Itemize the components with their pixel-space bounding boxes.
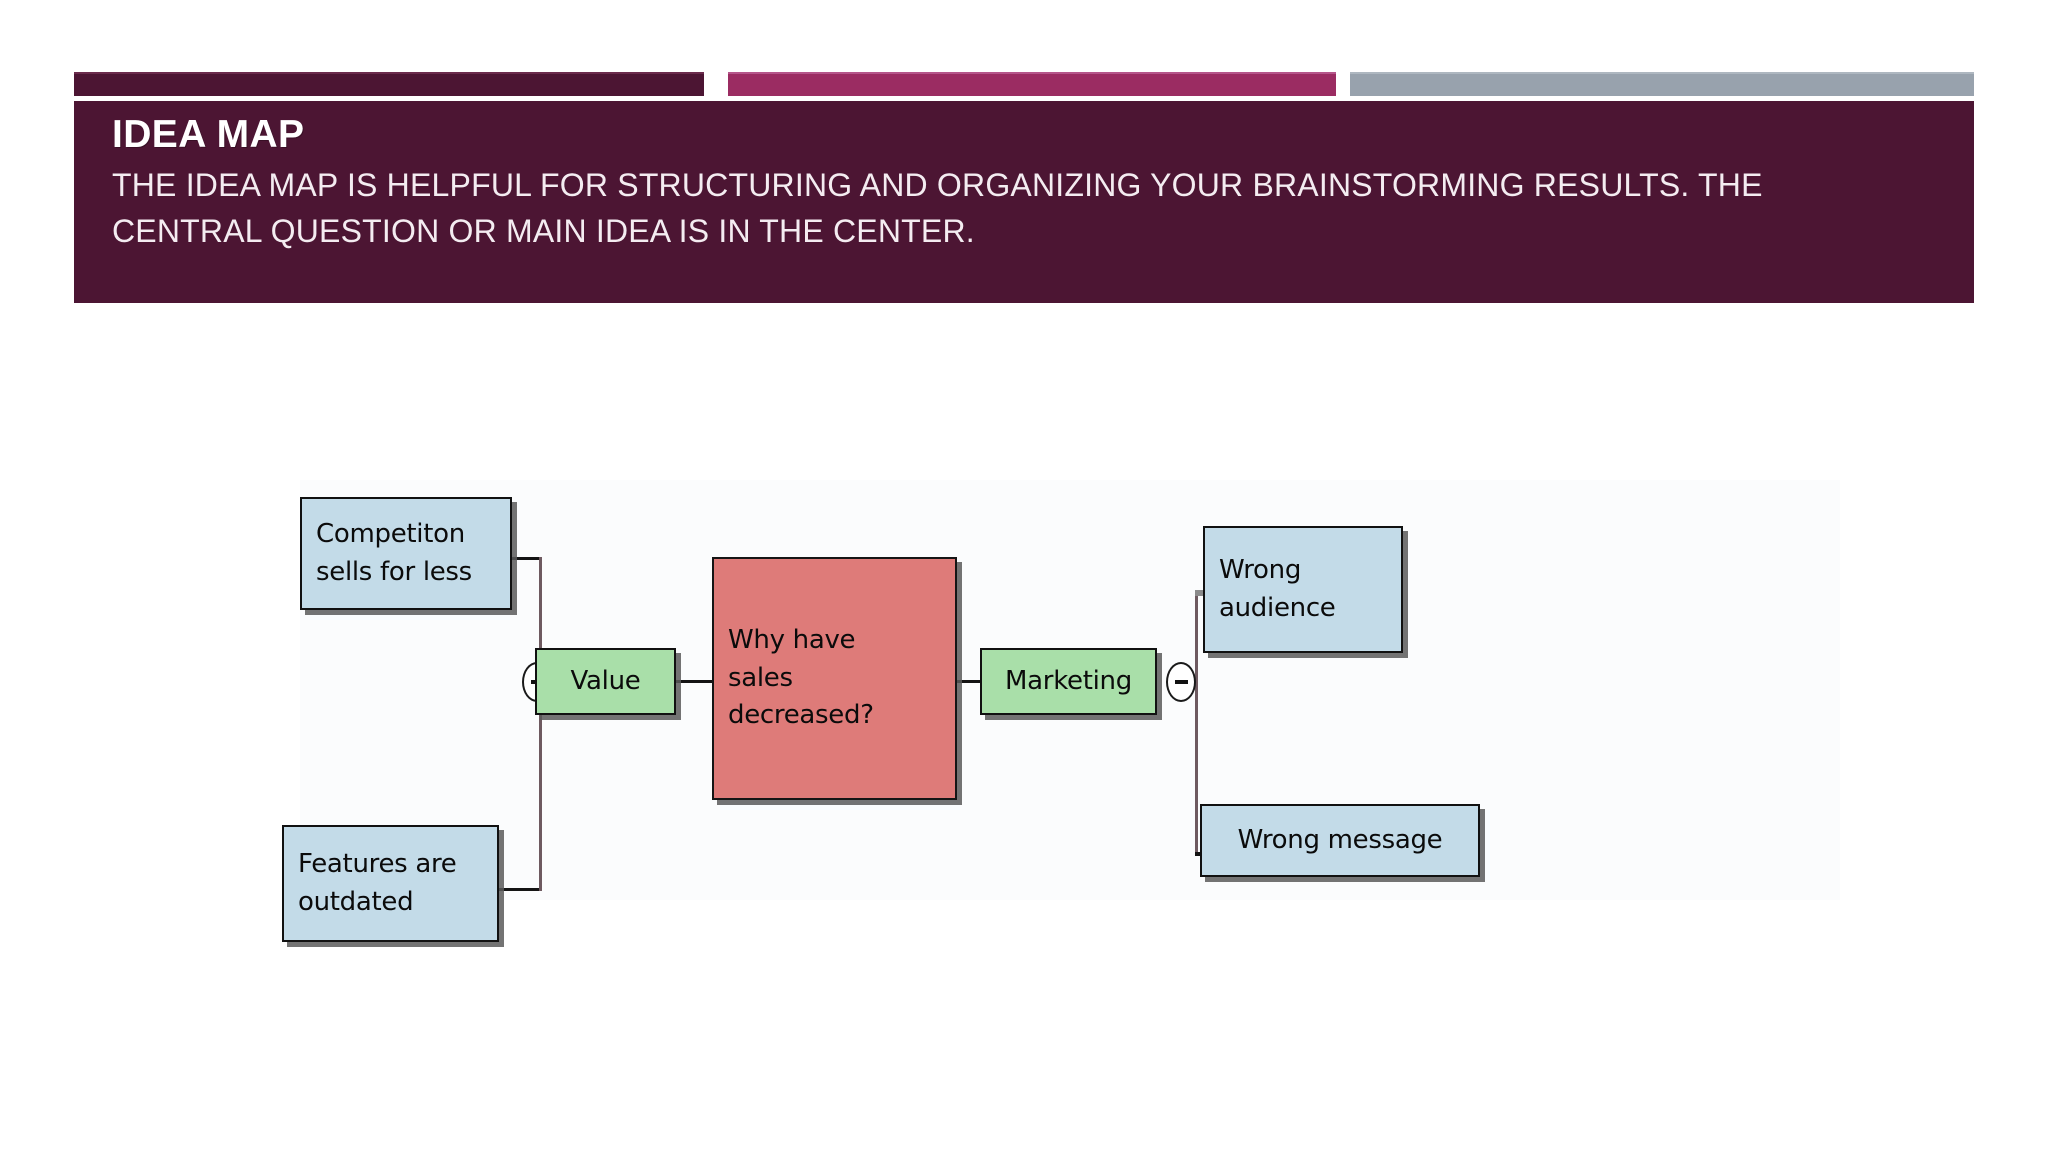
page-title: IDEA MAP xyxy=(112,113,305,156)
accent-bar-gray xyxy=(1350,72,1974,96)
node-marketing[interactable]: Marketing xyxy=(980,648,1157,715)
connector-competition-to-bracket xyxy=(512,557,542,560)
node-line: Why have xyxy=(728,624,856,655)
accent-bar-dark xyxy=(74,72,704,96)
page-subtitle: THE IDEA MAP IS HELPFUL FOR STRUCTURING … xyxy=(112,166,1763,250)
connector-center-to-marketing xyxy=(955,680,983,683)
node-label: Value xyxy=(570,665,641,696)
node-line: sales xyxy=(728,662,793,693)
node-line: Competiton xyxy=(316,518,465,549)
node-label: Marketing xyxy=(1005,665,1132,696)
minus-icon xyxy=(1174,680,1188,684)
header-accent-bars xyxy=(0,0,2048,100)
node-value[interactable]: Value xyxy=(535,648,676,715)
node-line: sells for less xyxy=(316,556,472,587)
node-competiton-sells-for-less[interactable]: Competiton sells for less xyxy=(300,497,512,610)
node-line: Wrong xyxy=(1219,554,1302,585)
connector-features-to-bracket xyxy=(499,888,542,891)
node-line: audience xyxy=(1219,592,1336,623)
connector-left-bracket-vertical xyxy=(539,557,542,891)
node-central-question[interactable]: Why have sales decreased? xyxy=(712,557,957,800)
node-features-are-outdated[interactable]: Features are outdated xyxy=(282,825,499,942)
node-wrong-message[interactable]: Wrong message xyxy=(1200,804,1480,877)
slide-header: IDEA MAP THE IDEA MAP IS HELPFUL FOR STR… xyxy=(74,101,1974,303)
connector-right-bracket-vertical xyxy=(1195,590,1198,855)
node-line: Wrong message xyxy=(1237,824,1443,855)
connector-value-to-center xyxy=(676,680,714,683)
node-line: decreased? xyxy=(728,700,874,731)
node-line: Features are xyxy=(298,848,457,879)
node-wrong-audience[interactable]: Wrong audience xyxy=(1203,526,1403,653)
idea-map-diagram: Competiton sells for less Features are o… xyxy=(282,480,1840,942)
node-line: outdated xyxy=(298,886,414,917)
collapse-minus-icon-marketing[interactable] xyxy=(1166,662,1196,702)
accent-bar-magenta xyxy=(728,72,1336,96)
